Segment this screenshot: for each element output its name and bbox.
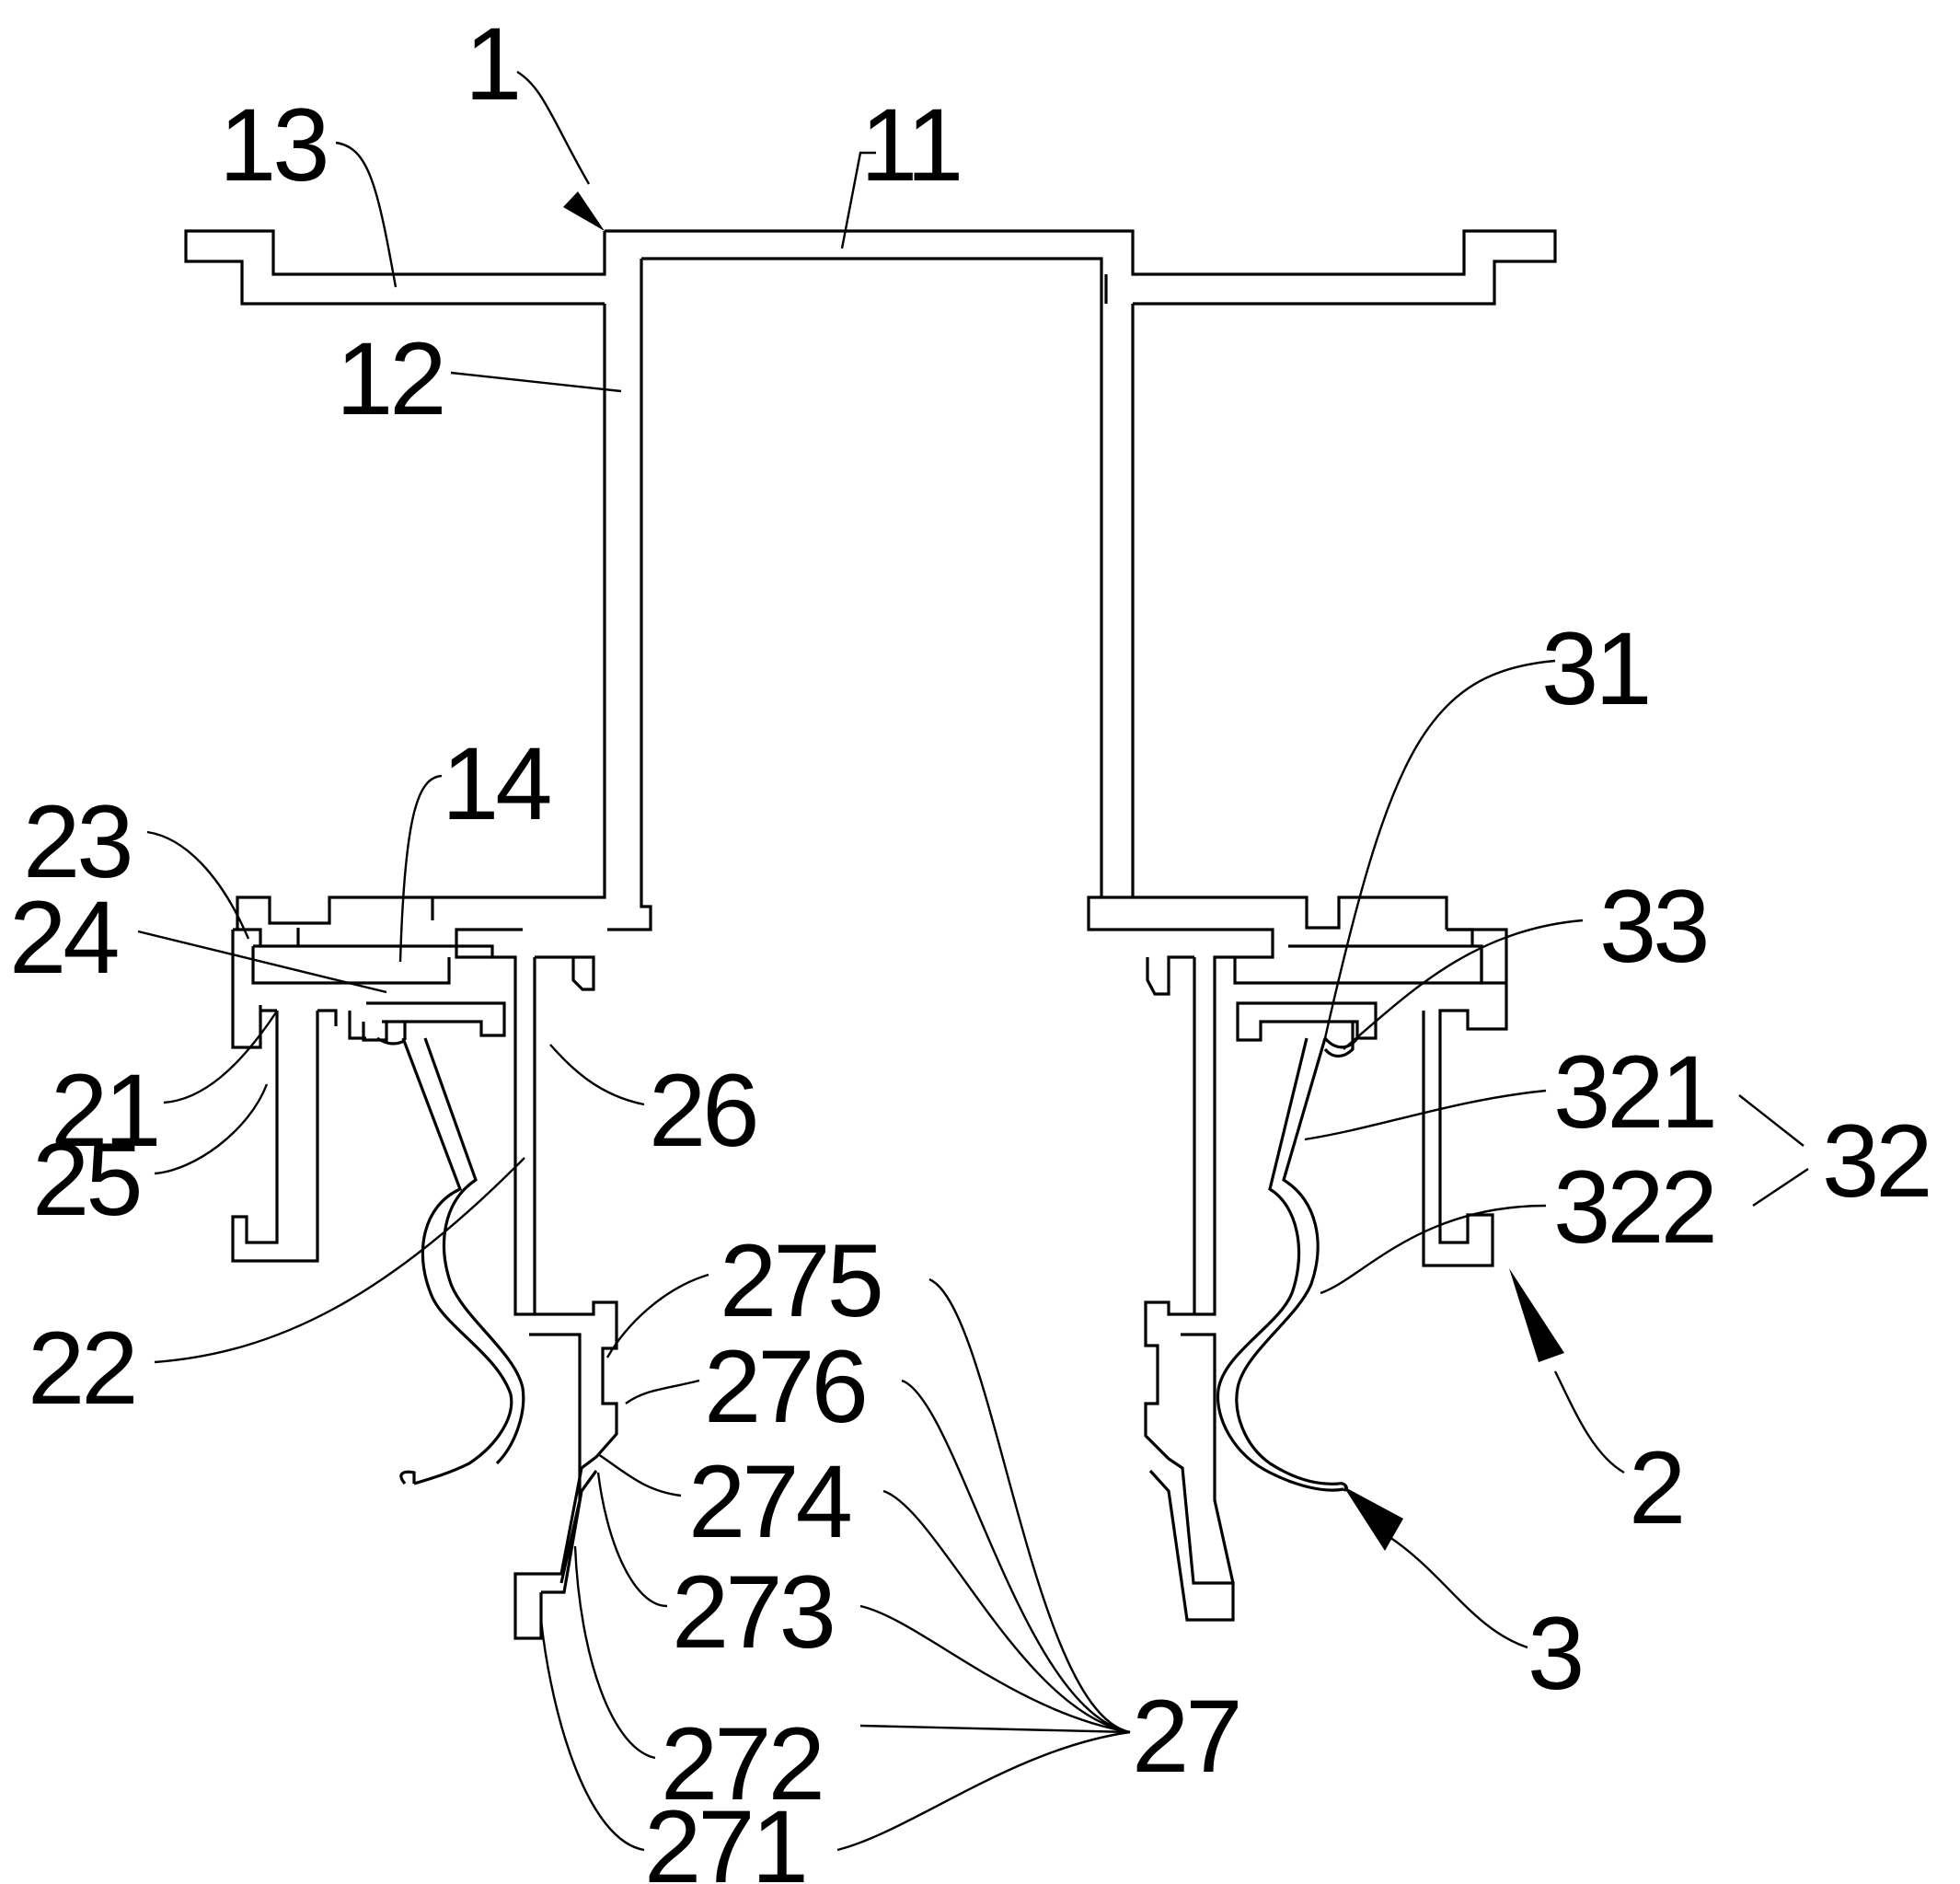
leader-2: [1555, 1371, 1624, 1473]
left-crossplate-14: [237, 897, 523, 983]
leader-322: [1320, 1206, 1546, 1293]
leader-12: [451, 373, 621, 391]
label-273: 273: [672, 1555, 833, 1670]
right-tongue-33: [1238, 1003, 1376, 1057]
label-11: 11: [860, 87, 960, 202]
right-gasket-32: [1217, 1038, 1346, 1490]
leader-23: [147, 832, 248, 939]
label-13: 13: [219, 87, 327, 202]
leader-273: [598, 1473, 667, 1606]
right-crossplate: [1136, 897, 1482, 983]
leader-27e: [860, 1726, 1130, 1732]
leader-22: [155, 1158, 525, 1362]
left-clamp-2: [233, 930, 617, 1638]
label-271: 271: [644, 1789, 805, 1884]
leader-272: [575, 1546, 655, 1758]
leader-274: [598, 1454, 681, 1496]
label-33: 33: [1599, 869, 1707, 984]
leader-27d: [860, 1606, 1130, 1732]
left-gasket: [377, 1038, 524, 1484]
leader-321: [1305, 1091, 1546, 1139]
label-276: 276: [704, 1329, 865, 1444]
leader-3: [1389, 1537, 1528, 1647]
arrowhead-1: [563, 191, 605, 231]
leader-27c: [883, 1491, 1130, 1732]
label-22: 22: [28, 1311, 135, 1426]
leader-1: [517, 72, 589, 184]
leader-276: [626, 1381, 699, 1404]
leader-27f: [837, 1732, 1130, 1850]
leader-26: [550, 1045, 644, 1104]
leader-14: [400, 776, 442, 962]
label-3: 3: [1528, 1596, 1581, 1711]
label-32: 32: [1822, 1104, 1930, 1219]
left-frame-21-25: [233, 930, 336, 1261]
label-14: 14: [442, 726, 550, 841]
label-321: 321: [1553, 1034, 1714, 1150]
leader-27b: [902, 1381, 1130, 1732]
label-25: 25: [32, 1122, 140, 1237]
leader-25: [155, 1084, 267, 1173]
label-274: 274: [688, 1444, 851, 1559]
label-12: 12: [336, 321, 444, 436]
leader-32b: [1753, 1169, 1808, 1206]
label-2: 2: [1629, 1430, 1682, 1545]
label-1: 1: [465, 6, 518, 121]
label-27: 27: [1132, 1679, 1239, 1794]
leader-271: [541, 1620, 644, 1850]
label-24: 24: [9, 880, 118, 995]
label-31: 31: [1541, 611, 1649, 726]
left-tongue-26: [350, 1003, 504, 1040]
leader-32a: [1739, 1095, 1804, 1146]
left-base-22: [492, 957, 617, 1638]
label-275: 275: [720, 1223, 881, 1338]
leader-13: [336, 143, 396, 287]
leader-275: [607, 1275, 709, 1358]
leader-33: [1343, 920, 1583, 1049]
right-base: [1146, 957, 1235, 1620]
label-26: 26: [649, 1053, 756, 1168]
label-322: 322: [1553, 1150, 1714, 1265]
arrowhead-2: [1509, 1268, 1564, 1362]
